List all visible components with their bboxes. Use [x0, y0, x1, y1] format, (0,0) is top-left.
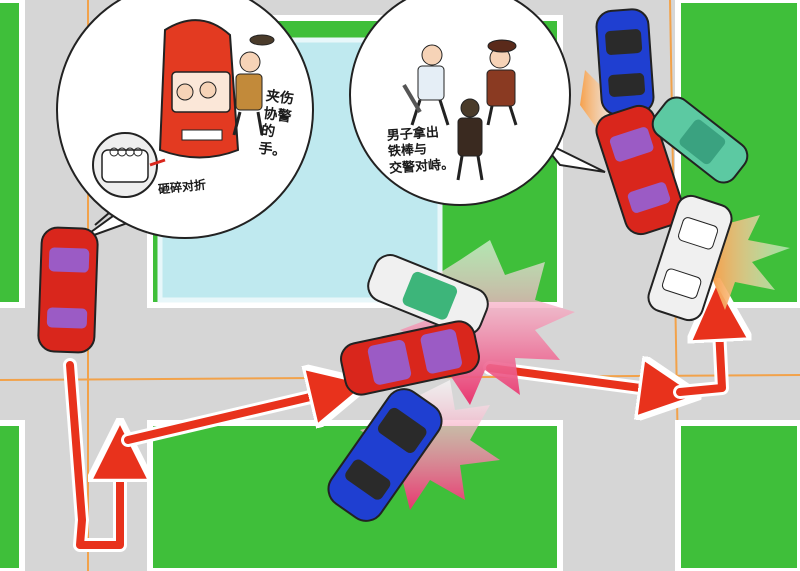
speech-bubble-right	[349, 0, 606, 206]
police-officer-icon	[456, 98, 484, 181]
man-with-bat-icon	[402, 44, 450, 126]
crash-burst-right	[712, 215, 790, 310]
red-car-icon	[340, 320, 480, 396]
van-icon	[158, 19, 240, 159]
red-car-icon	[37, 226, 99, 354]
green-car-icon	[651, 96, 749, 184]
grass-block-bottom-right	[675, 420, 800, 571]
grass-block-bottom-left	[0, 420, 25, 571]
crash-burst-bottom	[360, 380, 500, 510]
caption-bubble-right: 男子拿出 铁棒与 交警对峙。	[386, 125, 455, 177]
white-car-icon	[647, 194, 733, 322]
police-officer-icon	[232, 34, 275, 136]
white-car-icon	[367, 254, 489, 336]
blue-car-icon	[595, 8, 655, 116]
car-grille-icon	[92, 132, 166, 198]
blue-car-icon	[327, 388, 443, 522]
speech-bubble-left	[56, 0, 314, 241]
grass-block-left	[0, 0, 25, 308]
route-arrows	[63, 310, 722, 552]
police-officer-icon	[486, 39, 518, 126]
red-car-icon	[595, 104, 685, 236]
